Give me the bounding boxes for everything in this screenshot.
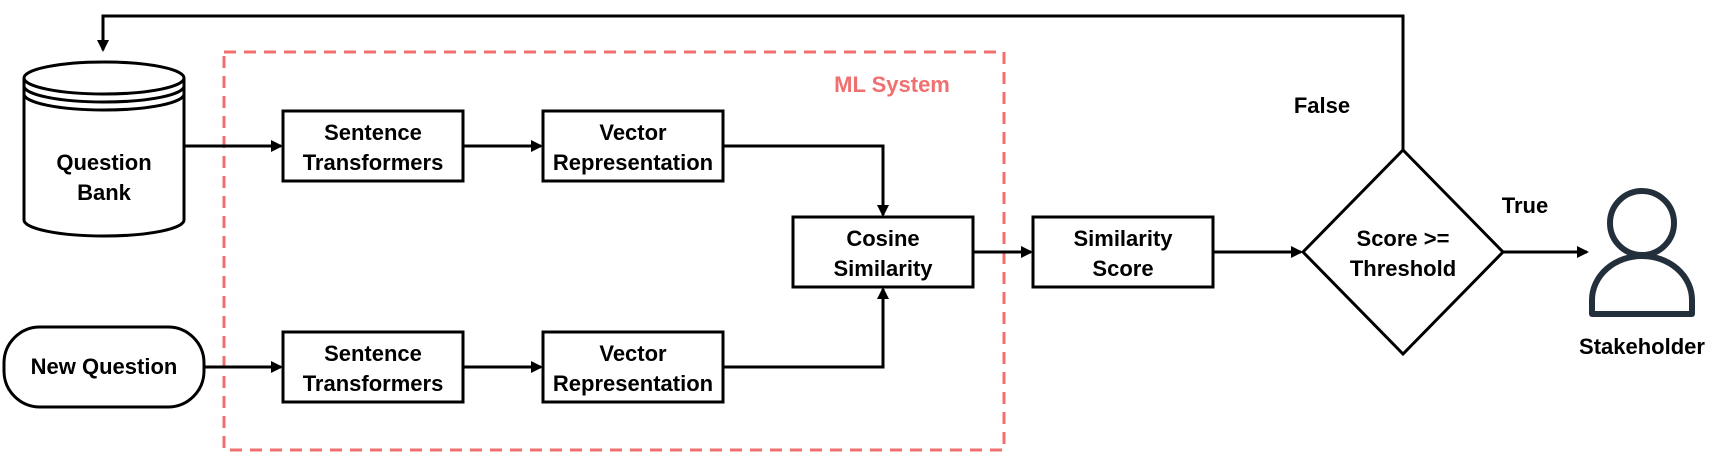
cosine-line2: Similarity (833, 256, 933, 281)
person-icon (1589, 188, 1695, 317)
threshold-decision-node: Score >= Threshold (1300, 147, 1506, 357)
edge-bottom-vector-to-cosine (723, 287, 889, 369)
bottom-vector-representation-node: Vector Representation (541, 330, 725, 404)
top-transformer-line2: Transformers (303, 150, 444, 175)
top-sentence-transformers-node: Sentence Transformers (281, 109, 465, 183)
edges (184, 140, 1589, 373)
top-transformer-line1: Sentence (324, 120, 422, 145)
decision-line2: Threshold (1350, 256, 1456, 281)
similarity-score-line2: Score (1092, 256, 1153, 281)
ml-system-boundary: ML System (222, 50, 1006, 452)
similarity-score-node: Similarity Score (1031, 215, 1215, 289)
false-feedback-edge (97, 14, 1405, 150)
bottom-vector-line2: Representation (553, 371, 713, 396)
true-label: True (1502, 193, 1548, 218)
question-bank-line1: Question (56, 150, 151, 175)
ml-system-label: ML System (834, 72, 950, 97)
bottom-sentence-transformers-node: Sentence Transformers (281, 330, 465, 404)
decision-line1: Score >= (1357, 226, 1450, 251)
stakeholder-node: Stakeholder (1579, 188, 1705, 359)
bottom-transformer-line1: Sentence (324, 341, 422, 366)
false-label: False (1294, 93, 1350, 118)
new-question-node: New Question (2, 325, 206, 409)
edge-top-vector-to-cosine (723, 144, 889, 217)
cosine-similarity-node: Cosine Similarity (791, 215, 975, 289)
stakeholder-label: Stakeholder (1579, 334, 1705, 359)
question-bank-line2: Bank (77, 180, 132, 205)
bottom-transformer-line2: Transformers (303, 371, 444, 396)
bottom-vector-line1: Vector (599, 341, 667, 366)
cosine-line1: Cosine (846, 226, 919, 251)
similarity-score-line1: Similarity (1073, 226, 1173, 251)
top-vector-line1: Vector (599, 120, 667, 145)
new-question-label: New Question (31, 354, 178, 379)
top-vector-representation-node: Vector Representation (541, 109, 725, 183)
question-bank-node: Question Bank (22, 60, 186, 238)
top-vector-line2: Representation (553, 150, 713, 175)
